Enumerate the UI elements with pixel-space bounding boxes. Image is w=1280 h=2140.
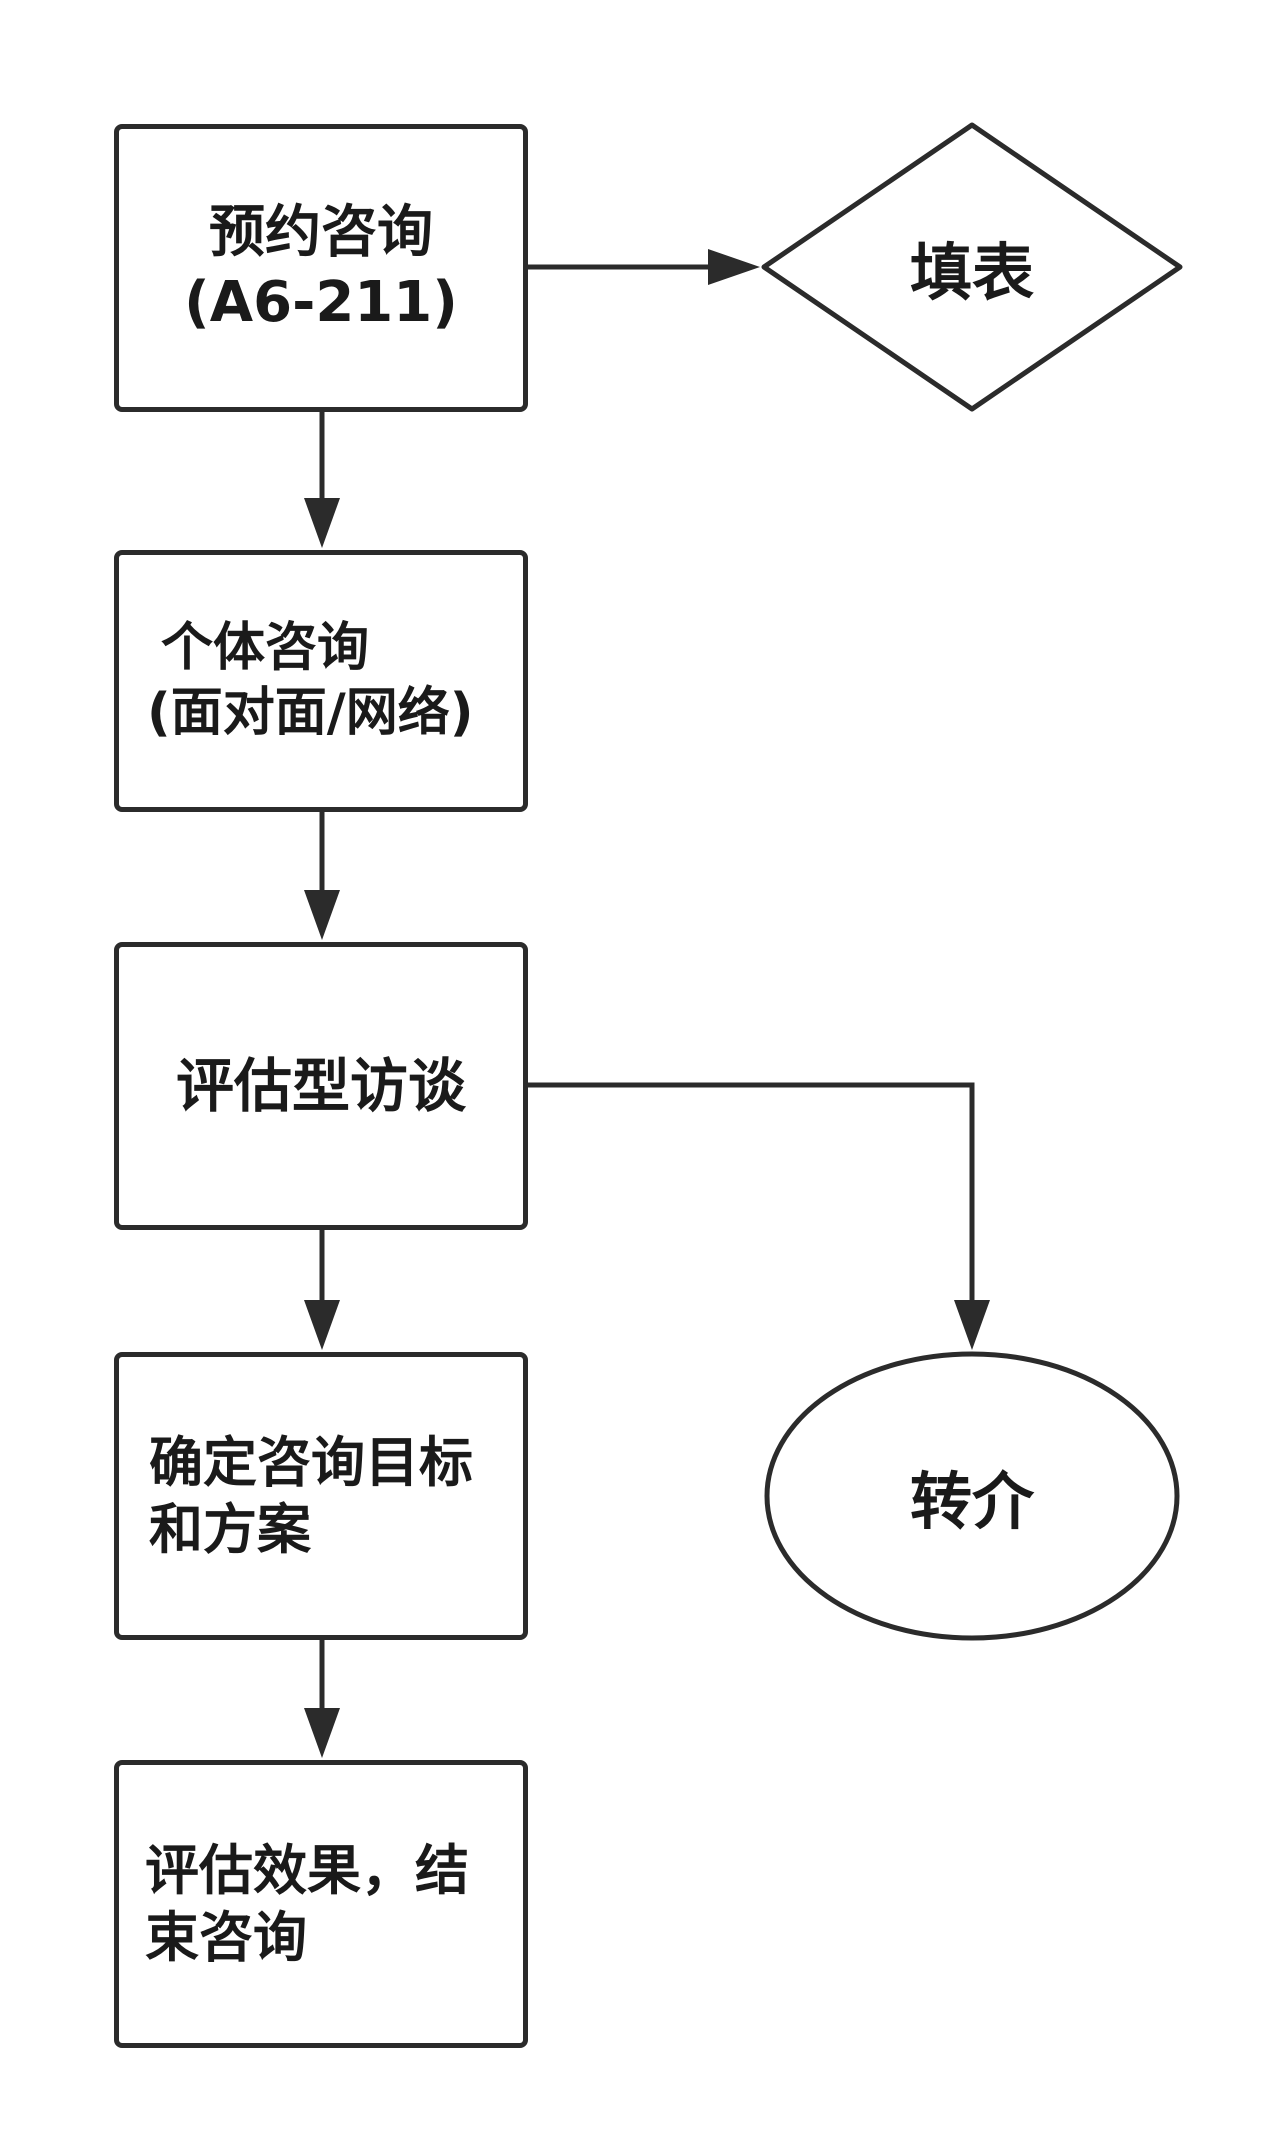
arrowhead-individual: [304, 498, 340, 548]
assessment-label: 评估型访谈: [175, 1051, 466, 1120]
goals-plan-box: 确定咨询目标 和方案: [114, 1352, 528, 1640]
arrowhead-evaluate: [304, 1708, 340, 1758]
arrowhead-assessment: [304, 890, 340, 940]
referral-ellipse: [764, 1351, 1180, 1641]
individual-consult-box: 个体咨询 (面对面/网络): [114, 550, 528, 812]
arrowhead-referral: [954, 1300, 990, 1350]
evaluate-label-line1: 评估效果，结: [145, 1838, 469, 1902]
appointment-box: 预约咨询 (A6-211): [114, 124, 528, 412]
assessment-interview-box: 评估型访谈: [114, 942, 528, 1230]
goals-label-line2: 和方案: [149, 1498, 311, 1561]
referral-label: 转介: [909, 1465, 1034, 1538]
fill-form-label: 填表: [909, 236, 1034, 309]
arrowhead-fill-form: [708, 249, 760, 285]
fill-form-diamond: [761, 122, 1183, 412]
edge-assessment-to-referral: [528, 1082, 975, 1322]
evaluate-end-box: 评估效果，结 束咨询: [114, 1760, 528, 2048]
appointment-label-line2: (A6-211): [184, 270, 458, 335]
evaluate-label-line2: 束咨询: [145, 1906, 307, 1969]
arrowhead-goals: [304, 1300, 340, 1350]
goals-label-line1: 确定咨询目标: [149, 1430, 473, 1494]
individual-label-line1: 个体咨询: [161, 618, 370, 678]
individual-label-line2: (面对面/网络): [147, 683, 474, 743]
appointment-label-line1: 预约咨询: [209, 200, 433, 265]
